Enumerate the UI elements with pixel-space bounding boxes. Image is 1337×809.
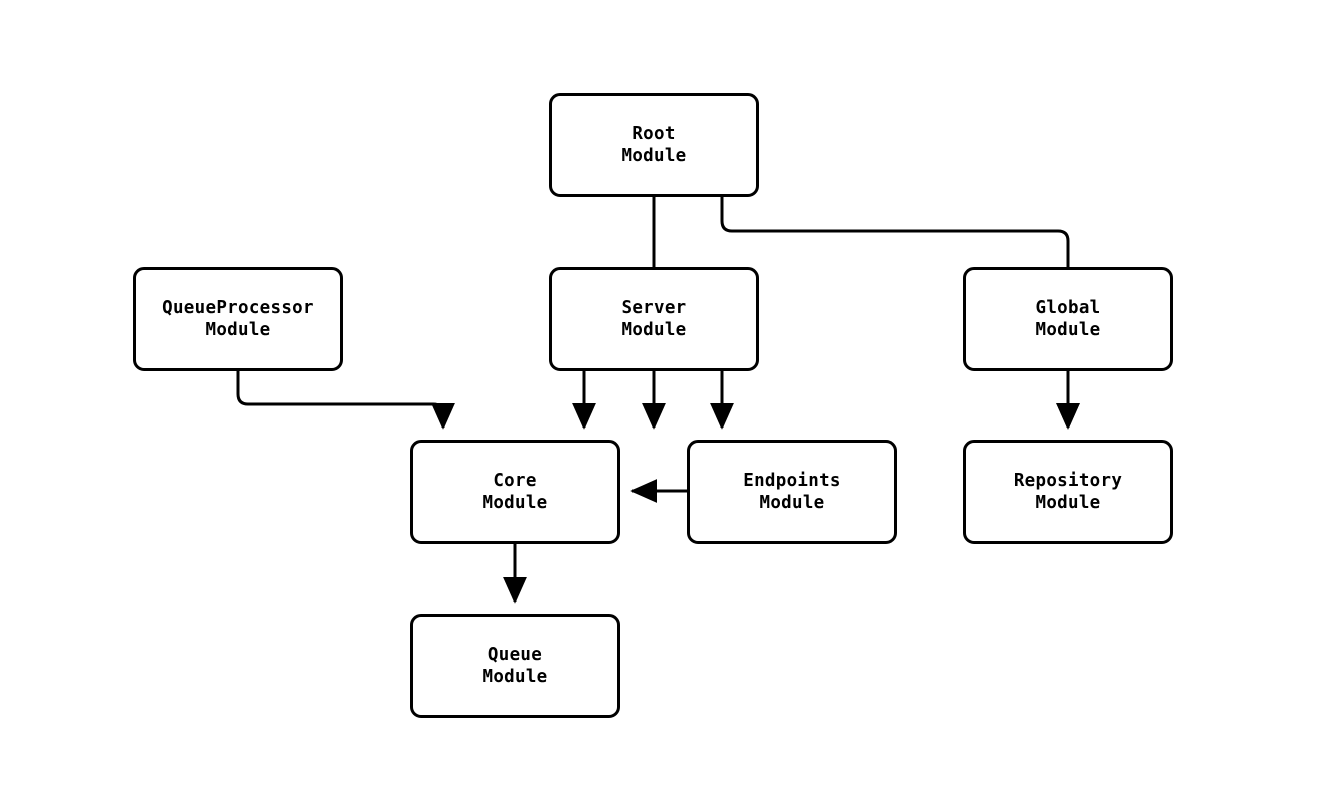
node-global[interactable]: Global Module — [963, 267, 1173, 371]
edge-queueprocessor-core — [236, 371, 455, 430]
node-endpoints-title: Endpoints — [743, 471, 841, 491]
edge-root-global — [720, 197, 1080, 430]
node-endpoints-subtitle: Module — [759, 493, 825, 513]
node-core-subtitle: Module — [482, 493, 548, 513]
node-root-subtitle: Module — [621, 146, 687, 166]
node-queueprocessor[interactable]: QueueProcessor Module — [133, 267, 343, 371]
node-repository-title: Repository — [1013, 471, 1123, 491]
node-server[interactable]: Server Module — [549, 267, 759, 371]
node-queue-title: Queue — [487, 645, 543, 665]
node-global-subtitle: Module — [1035, 320, 1101, 340]
node-repository[interactable]: Repository Module — [963, 440, 1173, 544]
node-root[interactable]: Root Module — [549, 93, 759, 197]
node-repository-subtitle: Module — [1035, 493, 1101, 513]
node-queueprocessor-subtitle: Module — [205, 320, 271, 340]
node-root-title: Root — [632, 124, 676, 144]
node-server-title: Server — [621, 298, 687, 318]
node-global-title: Global — [1035, 298, 1101, 318]
node-queueprocessor-title: QueueProcessor — [162, 298, 314, 318]
node-server-subtitle: Module — [621, 320, 687, 340]
node-queue-subtitle: Module — [482, 667, 548, 687]
node-endpoints[interactable]: Endpoints Module — [687, 440, 897, 544]
node-core-title: Core — [493, 471, 537, 491]
node-queue[interactable]: Queue Module — [410, 614, 620, 718]
node-core[interactable]: Core Module — [410, 440, 620, 544]
